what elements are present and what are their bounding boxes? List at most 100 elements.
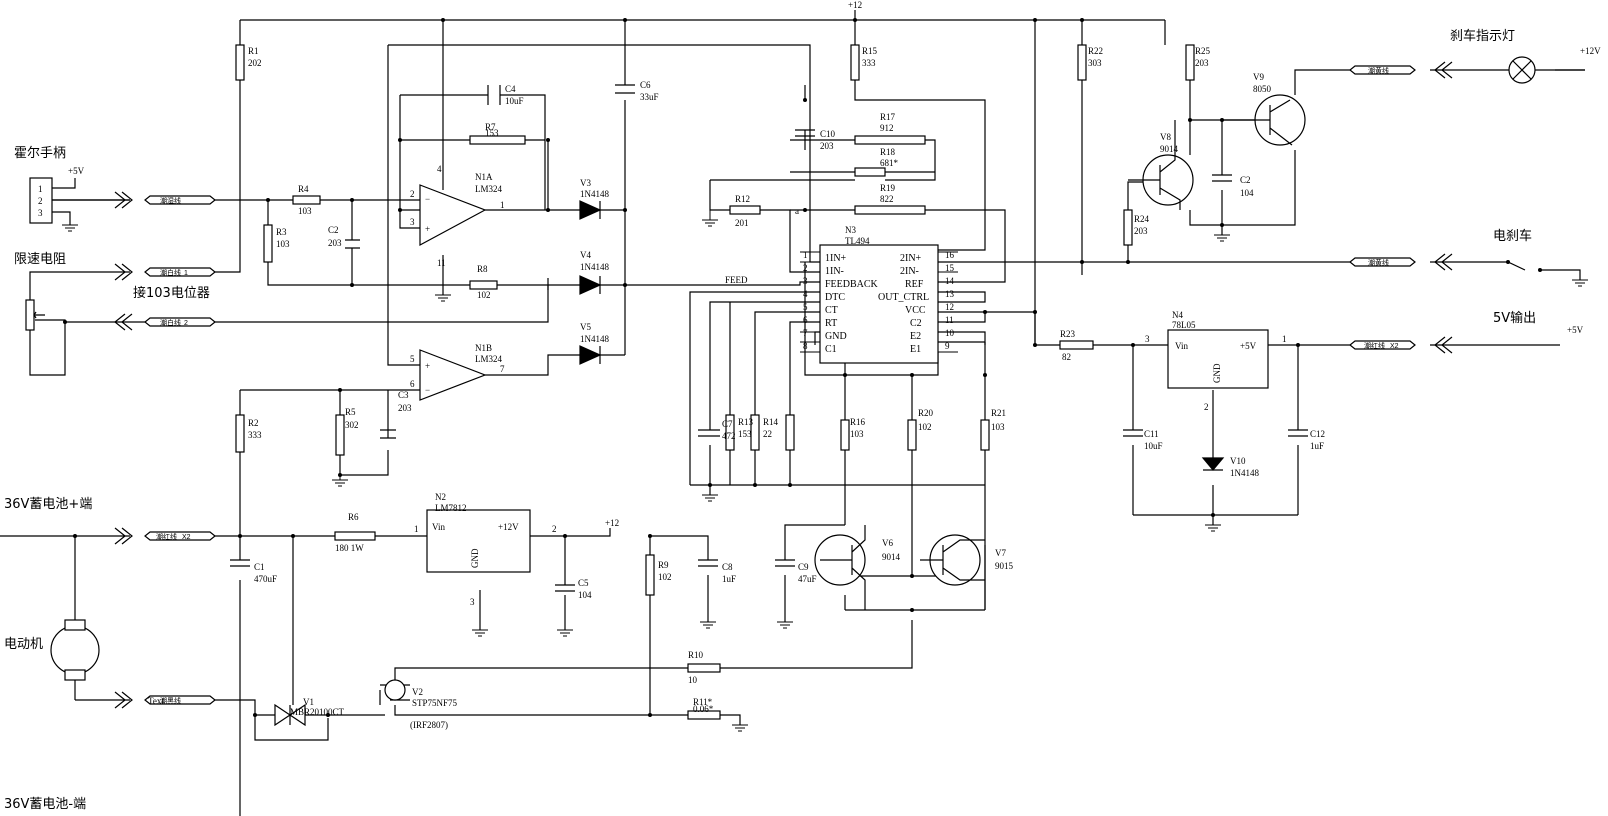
conn-label-5: 潮黑线 <box>160 696 181 705</box>
v7-ref: V7 <box>995 548 1006 558</box>
n3-box <box>819 244 939 364</box>
c10-ref: C10 <box>820 129 836 139</box>
tl494-pin-num: 13 <box>945 289 955 299</box>
label-batt-pos: 36V蓄电池+端 <box>4 497 92 512</box>
r21-val: 103 <box>991 422 1005 432</box>
c9-val: 47uF <box>798 574 817 584</box>
svg-text:−: − <box>425 194 430 204</box>
tl494-pin-num: 16 <box>945 250 955 260</box>
n2-box <box>426 509 531 573</box>
conn-label-7: 潮黄线 <box>1368 258 1389 267</box>
r4-val: 103 <box>298 206 312 216</box>
r24-ref: R24 <box>1134 214 1150 224</box>
tl494-pin-num: 9 <box>945 341 950 351</box>
ebrake-switch <box>1506 260 1542 272</box>
tl494-pin-name: E1 <box>910 344 921 355</box>
n2-ref: N2 <box>435 492 446 502</box>
c1-val: 470uF <box>254 574 277 584</box>
r15-ref: R15 <box>862 46 878 56</box>
r10-val: 10 <box>688 675 698 685</box>
r15-val: 333 <box>862 58 876 68</box>
label-ebrake: 电刹车 <box>1493 228 1532 244</box>
r5-ref: R5 <box>345 407 356 417</box>
r25-val: 203 <box>1195 58 1209 68</box>
v7-val: 9015 <box>995 561 1014 571</box>
r11-val: 0.06* <box>693 704 714 714</box>
c11-val: 10uF <box>1144 441 1163 451</box>
conn-num-8: X2 <box>1390 343 1399 350</box>
n4-pin3: 3 <box>1145 334 1150 344</box>
c6-val: 33uF <box>640 92 659 102</box>
net-feed: FEED <box>725 275 748 285</box>
label-brake-light: 刹车指示灯 <box>1450 28 1515 44</box>
v9-ref: V9 <box>1253 72 1264 82</box>
r13-val: 153 <box>738 429 752 439</box>
motor-symbol <box>50 619 100 681</box>
diode-v1 <box>274 703 306 727</box>
conn-label-1: 潮湿线 <box>160 196 181 205</box>
v6-ref: V6 <box>882 538 893 548</box>
tl494-pin-name: C2 <box>910 318 922 329</box>
transistor-v8 <box>1128 120 1194 210</box>
c4-ref: C4 <box>505 84 516 94</box>
n1a-pin1: 1 <box>500 200 505 210</box>
conn-num-3: 2 <box>184 320 188 327</box>
n1a-pin3: 3 <box>410 217 415 227</box>
r8-val: 102 <box>477 290 491 300</box>
r6-val: 180 1W <box>335 543 364 553</box>
c4-val: 10uF <box>505 96 524 106</box>
r17-ref: R17 <box>880 112 896 122</box>
tl494-pin-num: 10 <box>945 328 955 338</box>
r18-val: 681* <box>880 158 899 168</box>
c8-val: 1uF <box>722 574 736 584</box>
n1b-pin7: 7 <box>500 364 505 374</box>
transistor-v9 <box>1222 94 1306 146</box>
conn-label-6: 潮黄线 <box>1368 66 1389 75</box>
n2-vin: Vin <box>432 522 445 532</box>
r3-ref: R3 <box>276 227 287 237</box>
c2b-val: 104 <box>1240 188 1254 198</box>
r13-ref: R13 <box>738 417 754 427</box>
transistor-v6 <box>814 525 866 610</box>
label-speed-limit: 限速电阻 <box>14 252 66 267</box>
label-pot: 接103电位器 <box>133 285 210 301</box>
potentiometer <box>25 299 45 331</box>
n4-vout: +5V <box>1240 341 1257 351</box>
r17-val: 912 <box>880 123 894 133</box>
conn-num-2: 1 <box>184 270 188 277</box>
conn-num-4: X2 <box>182 534 191 541</box>
tl494-pin-name: 1IN+ <box>825 253 847 264</box>
r12-ref: R12 <box>735 194 750 204</box>
net-a: a <box>795 206 799 216</box>
svg-text:+: + <box>425 361 430 371</box>
r3-val: 103 <box>276 239 290 249</box>
label-batt-neg: 36V蓄电池-端 <box>4 797 86 812</box>
tl494-right-pins: 2IN+ 2IN- REF OUT_CTRL VCC C2 E2 E1 16 1… <box>878 250 955 355</box>
c7-val: 472 <box>722 431 736 441</box>
label-hall: 霍尔手柄 <box>14 146 66 161</box>
r20-val: 102 <box>918 422 932 432</box>
n1b-ref: N1B <box>475 343 492 353</box>
hall-pin-3: 3 <box>38 208 43 218</box>
n4-gnd: GND <box>1212 363 1222 383</box>
tl494-pin-num: 3 <box>803 276 808 286</box>
c1-ref: C1 <box>254 562 265 572</box>
tl494-pin-num: 15 <box>945 263 955 273</box>
connector-bodies <box>144 65 1416 705</box>
tl494-pin-name: REF <box>905 279 924 290</box>
tl494-pin-num: 11 <box>945 315 954 325</box>
tl494-pin-num: 4 <box>803 289 808 299</box>
n1a-ref: N1A <box>475 172 493 182</box>
n4-vin: Vin <box>1175 341 1188 351</box>
v1-val: MBR20100CT <box>290 707 345 717</box>
n1b-pin5: 5 <box>410 354 415 364</box>
tl494-left-pins: 1IN+ 1IN- FEEDBACK DTC CT RT GND C1 1 2 … <box>803 250 879 355</box>
net-p12-n2: +12 <box>605 518 619 528</box>
brake-lamp <box>1508 56 1585 84</box>
c2-ref: C2 <box>328 225 339 235</box>
n2-pin3: 3 <box>470 597 475 607</box>
r10-ref: R10 <box>688 650 704 660</box>
r23-ref: R23 <box>1060 329 1076 339</box>
tl494-pin-name: OUT_CTRL <box>878 292 929 303</box>
r16-val: 103 <box>850 429 864 439</box>
